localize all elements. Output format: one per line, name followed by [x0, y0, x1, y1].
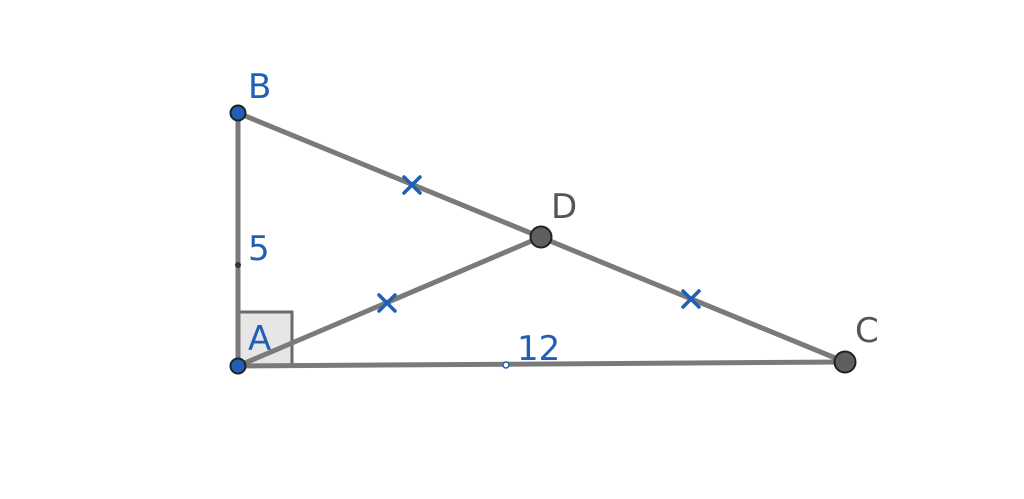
point-A[interactable]: [229, 357, 247, 375]
point-D[interactable]: [529, 225, 553, 249]
label-B: B: [248, 67, 271, 107]
length-label-AC: 12: [517, 329, 560, 369]
midpoint-AB: [235, 262, 241, 268]
label-D: D: [551, 187, 577, 227]
tick-mark-DC: [681, 289, 701, 309]
tick-mark-BD: [402, 175, 422, 195]
tick-mark-AD: [377, 293, 397, 313]
length-label-AB: 5: [248, 229, 270, 269]
midpoint-AC: [502, 361, 510, 369]
label-C: C: [855, 311, 879, 351]
point-B[interactable]: [229, 104, 247, 122]
segment-AC: [235, 359, 848, 369]
point-C[interactable]: [833, 350, 857, 374]
label-A: A: [248, 319, 271, 359]
